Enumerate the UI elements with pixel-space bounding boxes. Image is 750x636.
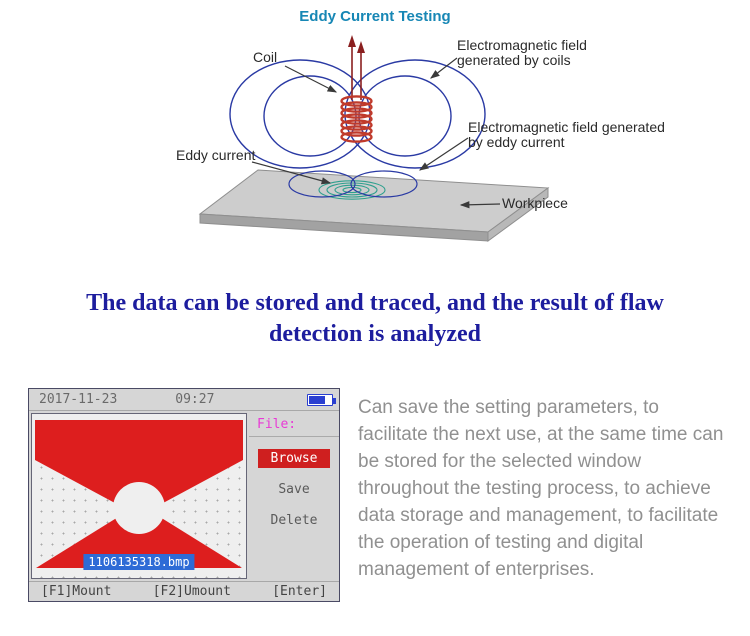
workpiece-plate: [198, 169, 550, 242]
softkey-f1-mount: [F1]Mount: [41, 584, 112, 599]
label-eddy-current: Eddy current: [176, 147, 256, 163]
battery-nub: [333, 397, 336, 404]
diagram-title: Eddy Current Testing: [299, 8, 451, 25]
bottom-section: 2017-11-23 09:27 1106135318.bmp: [28, 388, 730, 602]
eddy-current-diagram-graphic: [198, 35, 550, 242]
device-screen: 2017-11-23 09:27 1106135318.bmp: [28, 388, 340, 602]
label-field-by-eddy: Electromagnetic field generated by eddy …: [468, 120, 665, 150]
label-field-by-eddy-line1: Electromagnetic field generated: [468, 119, 665, 135]
menu-item-delete: Delete: [270, 513, 318, 528]
device-status-bar: 2017-11-23 09:27: [29, 389, 339, 411]
section-heading-line2: detection is analyzed: [269, 321, 481, 347]
description-text: Can save the setting parameters, to faci…: [358, 397, 724, 580]
file-menu-panel: File: Browse Save Delete: [249, 411, 339, 581]
file-menu-label: File:: [249, 417, 339, 437]
label-field-by-coils: Electromagnetic field generated by coils: [457, 38, 587, 68]
softkey-f2-umount: [F2]Umount: [152, 584, 231, 599]
coil-graphic: [340, 35, 373, 143]
menu-item-save: Save: [278, 482, 310, 497]
saved-filename: 1106135318.bmp: [83, 554, 195, 570]
signal-plot-shape: [35, 420, 243, 568]
battery-fill: [309, 395, 325, 404]
device-date: 2017-11-23: [39, 392, 118, 407]
pointer-arrows: [251, 57, 501, 209]
menu-item-browse: Browse: [258, 449, 330, 468]
label-coil: Coil: [253, 49, 278, 65]
label-field-by-eddy-line2: by eddy current: [468, 134, 565, 150]
label-field-by-coils-line2: generated by coils: [457, 52, 571, 68]
eddy-current-diagram: Coil Electromagnetic field generated by …: [0, 30, 750, 262]
label-workpiece: Workpiece: [502, 195, 568, 211]
softkey-enter: [Enter]: [272, 584, 327, 599]
device-softkey-bar: [F1]Mount [F2]Umount [Enter]: [29, 581, 339, 601]
signal-plot-area: 1106135318.bmp: [31, 413, 247, 579]
section-heading: The data can be stored and traced, and t…: [0, 288, 750, 350]
section-heading-line1: The data can be stored and traced, and t…: [86, 290, 664, 316]
battery-icon: [307, 393, 336, 406]
label-field-by-coils-line1: Electromagnetic field: [457, 37, 587, 53]
device-body: 1106135318.bmp File: Browse Save Delete: [29, 411, 339, 581]
device-time: 09:27: [175, 392, 215, 407]
